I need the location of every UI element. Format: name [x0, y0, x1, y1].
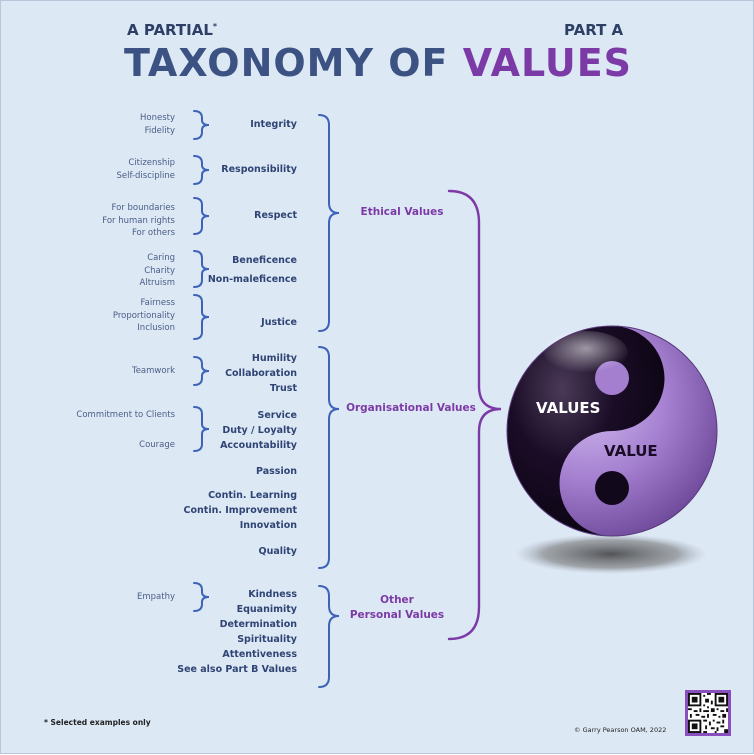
- value-respect: Respect: [254, 210, 297, 221]
- example-item: Inclusion: [137, 323, 175, 333]
- group-organisational: Organisational Values: [346, 402, 476, 414]
- footnote: * Selected examples only: [44, 718, 151, 727]
- example-item: Self-discipline: [116, 170, 175, 181]
- value-beneficence: Beneficence: [232, 255, 297, 266]
- brace-responsibility: [193, 155, 210, 185]
- example-item: For boundaries: [111, 203, 175, 213]
- example-item: Caring: [147, 253, 175, 263]
- example-item: For human rights: [102, 215, 175, 226]
- partial-label: A PARTIAL*: [127, 21, 218, 39]
- values-organisational-b: Service Duty / Loyalty Accountability: [220, 408, 297, 453]
- value-integrity: Integrity: [250, 119, 297, 130]
- qr-code-icon[interactable]: [685, 690, 731, 736]
- group-other: Other Personal Values: [349, 594, 445, 621]
- ball-label-values: VALUES: [536, 399, 601, 417]
- value-item: Innovation: [239, 520, 297, 531]
- ball-shadow: [515, 534, 707, 574]
- value-passion: Passion: [256, 466, 297, 477]
- example-item: Fidelity: [144, 125, 175, 136]
- example-item: Honesty: [139, 113, 175, 123]
- value-item: Kindness: [248, 589, 297, 600]
- example-item: Citizenship: [128, 158, 175, 168]
- examples-justice: Fairness Proportionality Inclusion: [113, 297, 175, 335]
- value-item: Equanimity: [236, 604, 297, 615]
- examples-integrity: Honesty Fidelity: [140, 112, 175, 137]
- value-item: Contin. Learning: [208, 490, 297, 501]
- brace-ethical: [318, 114, 340, 332]
- group-ethical: Ethical Values: [360, 206, 444, 218]
- example-item: For others: [131, 228, 175, 238]
- brace-organisational: [318, 346, 340, 569]
- copyright: © Garry Pearson OAM, 2022: [574, 726, 667, 734]
- value-quality: Quality: [258, 546, 298, 557]
- examples-respect: For boundaries For human rights For othe…: [102, 202, 175, 240]
- values-learning: Contin. Learning Contin. Improvement Inn…: [184, 488, 297, 533]
- values-other: Kindness Equanimity Determination Spirit…: [177, 587, 297, 677]
- value-item: Service: [257, 410, 298, 421]
- example-item: Courage: [139, 440, 175, 450]
- value-non-maleficence: Non-maleficence: [207, 274, 297, 285]
- example-item: Commitment to Clients: [76, 410, 175, 420]
- value-item: Spirituality: [237, 634, 297, 645]
- brace-teamwork: [193, 356, 210, 386]
- examples-empathy: Empathy: [137, 591, 175, 604]
- value-item: Determination: [219, 619, 297, 630]
- example-item: Empathy: [136, 592, 175, 602]
- examples-responsibility: Citizenship Self-discipline: [116, 157, 175, 182]
- examples-beneficence: Caring Charity Altruism: [140, 252, 175, 290]
- examples-commitment: Commitment to Clients: [76, 409, 175, 422]
- values-organisational-a: Humility Collaboration Trust: [225, 351, 297, 396]
- part-label: PART A: [564, 21, 624, 39]
- value-item: Humility: [251, 353, 297, 364]
- example-item: Proportionality: [112, 310, 175, 321]
- brace-respect: [193, 197, 210, 235]
- brace-integrity: [193, 110, 210, 140]
- value-item: See also Part B Values: [177, 664, 297, 675]
- value-justice: Justice: [261, 317, 297, 328]
- value-item: Duty / Loyalty: [222, 425, 297, 436]
- brace-justice: [193, 294, 210, 340]
- value-responsibility: Responsibility: [221, 164, 297, 175]
- brace-other: [318, 585, 340, 688]
- page-title: TAXONOMY OF VALUES: [123, 41, 633, 85]
- value-item: Collaboration: [225, 368, 297, 379]
- examples-courage: Courage: [139, 439, 175, 452]
- ball-label-value: VALUE: [604, 442, 658, 460]
- ball-gloss: [544, 331, 628, 375]
- value-item: Accountability: [220, 440, 297, 451]
- value-item: Contin. Improvement: [183, 505, 297, 516]
- brace-values: [447, 189, 502, 641]
- value-item: Trust: [269, 383, 297, 394]
- example-item: Charity: [144, 265, 175, 276]
- example-item: Altruism: [139, 278, 175, 288]
- ball-dark-dot: [595, 471, 629, 505]
- brace-beneficence: [193, 250, 210, 288]
- example-item: Fairness: [140, 298, 176, 308]
- brace-empathy: [193, 582, 210, 612]
- examples-teamwork: Teamwork: [132, 365, 175, 378]
- value-item: Attentiveness: [222, 649, 297, 660]
- example-item: Teamwork: [131, 366, 175, 376]
- brace-commitment: [193, 406, 210, 452]
